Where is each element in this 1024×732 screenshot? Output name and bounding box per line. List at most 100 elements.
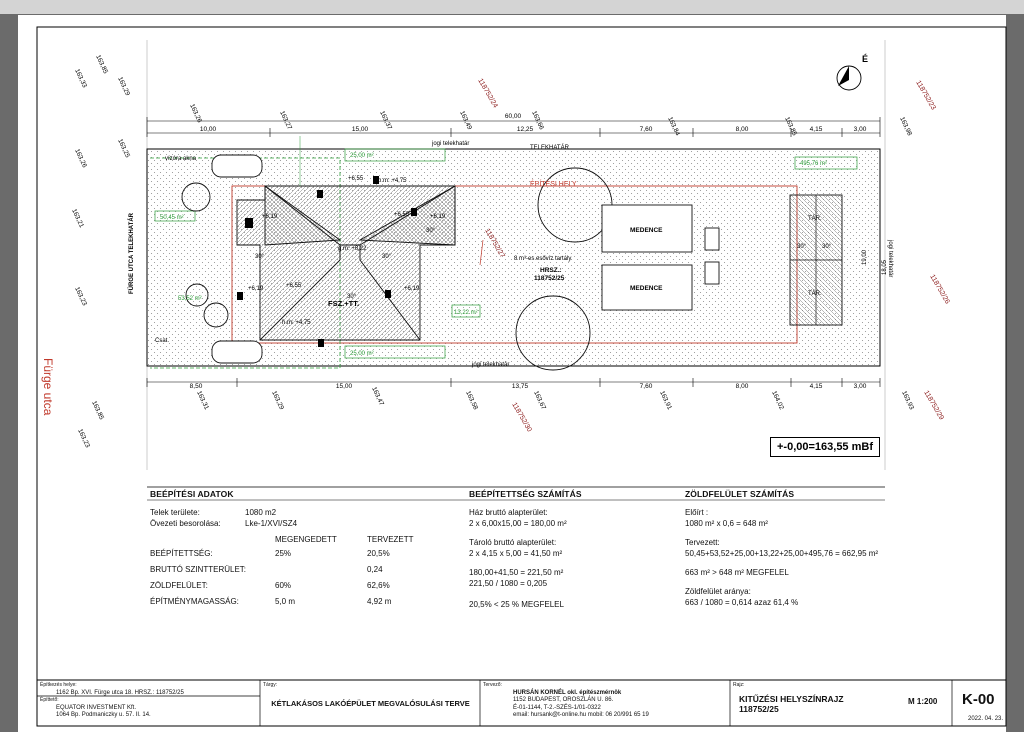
level: +6,19 [404,286,420,292]
medence-label: MEDENCE [630,285,663,292]
calc-line: 2 x 4,15 x 5,00 = 41,50 m² [469,549,563,558]
tar-label: TÁR. [808,290,822,297]
jogi-telekhatar-bottom: jogi telekhatár [471,362,509,368]
dim-bottom: 13,75 [512,383,529,390]
calc-line: Ház bruttó alapterület: [469,508,548,517]
row-value: 60% [275,581,292,590]
level: +6,55 [286,283,302,289]
vizora-label: vízóra akna [165,156,197,162]
designer-block: Tervező: HURSÁN KORNÉL okl. építészmérnö… [483,682,728,720]
drawing-sheet [18,15,1006,732]
dim-top: 7,60 [640,126,653,133]
dim-top: 10,00 [200,126,217,133]
row-label: BEÉPÍTETTSÉG: [150,549,213,558]
row-value: 20,5% [367,549,390,558]
green-area: 25,00 m² [350,351,374,357]
designer-label: Tervező: [483,682,502,688]
green-area: 53,52 m² [178,296,202,302]
row-label: BRUTTÓ SZINTTERÜLET: [150,565,247,574]
section-title: BEÉPÍTETTSÉG SZÁMÍTÁS [469,489,582,499]
drawing-label: Rajz: [733,682,745,688]
level: +6,19 [430,214,446,220]
sheet-number: K-00 [962,691,995,708]
eso-label: 8 m³-es esővíz tartály [514,256,571,262]
north-label: É [862,54,868,64]
calc-line: 180,00+41,50 = 221,50 m² [469,568,564,577]
calc-line: Előírt : [685,508,709,517]
row-value: 4,92 m [367,597,392,606]
field-label: Övezeti besorolása: [150,519,221,528]
site-value: 1162 Bp. XVI. Fürge utca 18. HRSZ.: 1187… [56,689,184,696]
jogi-telekhatar-top: jogi telekhatár [431,141,469,147]
dim-top: 4,15 [810,126,823,133]
calc-line: 50,45+53,52+25,00+13,22+25,00+495,76 = 6… [685,549,879,558]
subject-label: Tárgy: [263,682,278,688]
section-title: ZÖLDFELÜLET SZÁMÍTÁS [685,489,795,499]
csat-label: Csat. [155,338,169,344]
drawing-block: Rajz: KITŰZÉSI HELYSZÍNRAJZ 118752/25 [733,682,948,714]
field-label: Telek területe: [150,508,200,517]
tar-label: TÁR. [808,215,822,222]
dim-top: 12,25 [517,126,534,133]
level: +6,55 [348,176,364,182]
level: +6,19 [248,286,264,292]
row-value: 62,6% [367,581,390,590]
building-label: FSZ.+TT. [328,299,359,308]
dim-top: 15,00 [352,126,369,133]
dim-bottom: 4,15 [810,383,823,390]
designer-contact: email: hursank@t-online.hu mobil: 06 20/… [513,712,649,718]
viewer-toolbar [0,0,1024,14]
row-value: 0,24 [367,565,383,574]
angle: 30° [822,244,832,250]
dim-bottom: 8,50 [190,383,203,390]
calc-result: 20,5% < 25 % MEGFELEL [469,600,564,609]
designer-name: HURSÁN KORNÉL okl. építészmérnök [513,689,622,696]
zoldfelulet-szamitas: ZÖLDFELÜLET SZÁMÍTÁS Előírt : 1080 m² x … [685,489,895,608]
base-level-box: +-0,00=163,55 mBf [770,437,880,457]
field-value: 1080 m2 [245,508,277,517]
drawing-number: 118752/25 [739,703,779,714]
hrsz-value: 118752/25 [534,275,565,282]
site-label: Építkezés helye: [40,682,77,688]
angle: 30° [426,228,436,234]
calc-line: Zöldfelület aránya: [685,587,751,596]
beepitesi-adatok: BEÉPÍTÉSI ADATOK Telek területe:1080 m2 … [150,489,450,612]
col-header: MEGENGEDETT [275,535,337,544]
angle: 30° [347,294,357,300]
client-label: Építtető: [40,697,59,703]
dim-bottom: 8,00 [736,383,749,390]
dim-top: 3,00 [854,126,867,133]
dim-bottom: 7,60 [640,383,653,390]
calc-line: Tervezett: [685,538,720,547]
hm-label: h.m: +4,75 [378,178,407,184]
angle: 30° [797,244,807,250]
drawing-title: KITŰZÉSI HELYSZÍNRAJZ [739,693,844,704]
dim-bottom: 3,00 [854,383,867,390]
site-block: Építkezés helye: 1162 Bp. XVI. Fürge utc… [40,682,258,720]
row-label: ZÖLDFELÜLET: [150,581,208,590]
calc-line: 2 x 6,00x15,00 = 180,00 m² [469,519,567,528]
client-value: EQUATOR INVESTMENT Kft. [56,704,137,711]
designer-license: É-01-1144, T-2.-SZÉS-1/01-0322 [513,704,601,711]
subject-block: Tárgy: KÉTLAKÁSOS LAKÓÉPÜLET MEGVALÓSULÁ… [263,682,478,707]
angle: 30° [255,254,265,260]
calc-line: 221,50 / 1080 = 0,205 [469,579,548,588]
dim-bottom: 15,00 [336,383,353,390]
calc-line: 663 / 1080 = 0,614 azaz 61,4 % [685,598,799,607]
right-dim: 18,05 [882,259,888,275]
calc-result: 663 m² > 648 m² MEGFELEL [685,568,789,577]
scale: M 1:200 [908,697,938,706]
subject-value: KÉTLAKÁSOS LAKÓÉPÜLET MEGVALÓSULÁSI TERV… [271,698,470,708]
gm-label: g.m: +8,22 [338,246,367,252]
medence-label: MEDENCE [630,227,663,234]
row-value: 25% [275,549,292,558]
beepitettseg-szamitas: BEÉPÍTETTSÉG SZÁMÍTÁS Ház bruttó alapter… [469,489,669,610]
right-dim: 19,00 [862,249,868,265]
calc-line: 1080 m² x 0,6 = 648 m² [685,519,768,528]
furge-telekhatar: FÜRGE UTCA TELEKHATÁR [128,212,135,294]
date: 2022. 04. 23. [968,716,1004,722]
epitesi-hely-label: ÉPÍTÉSI HELY [530,179,577,188]
